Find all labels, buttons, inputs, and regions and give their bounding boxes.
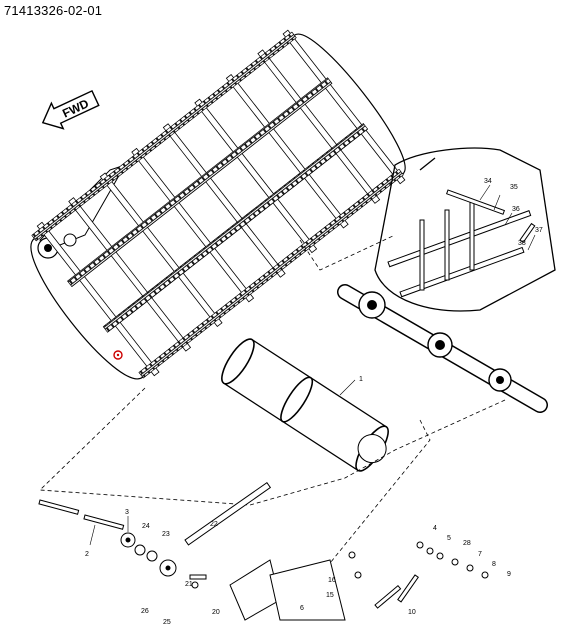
forward-arrow-icon: FWD bbox=[41, 89, 100, 130]
callout-2: 2 bbox=[85, 551, 89, 558]
callout-28: 28 bbox=[463, 540, 471, 547]
callout-36: 36 bbox=[512, 206, 520, 213]
fwd-label: FWD bbox=[60, 96, 91, 120]
detail-slat-assembly bbox=[387, 189, 536, 298]
callout-6: 6 bbox=[300, 605, 304, 612]
callout-7: 7 bbox=[478, 551, 482, 558]
assembly-outline bbox=[39, 387, 506, 506]
callout-24: 24 bbox=[142, 523, 150, 530]
callout-16: 16 bbox=[328, 577, 336, 584]
callout-circle-icon bbox=[113, 350, 123, 360]
document-id: 71413326-02-01 bbox=[4, 3, 103, 18]
callout-1: 1 bbox=[359, 376, 363, 383]
callout-37: 37 bbox=[535, 227, 543, 234]
callout-labels: 1 2 3 4 5 6 7 8 9 10 15 16 20 21 22 23 2… bbox=[85, 178, 543, 624]
callout-8: 8 bbox=[492, 561, 496, 568]
callout-9: 9 bbox=[507, 571, 511, 578]
hardware-parts bbox=[38, 481, 489, 621]
detail-bubble bbox=[374, 147, 556, 312]
callout-34: 34 bbox=[484, 178, 492, 185]
callout-21: 21 bbox=[185, 581, 193, 588]
callout-26: 26 bbox=[141, 608, 149, 615]
callout-4: 4 bbox=[433, 525, 437, 532]
callout-3: 3 bbox=[125, 509, 129, 516]
callout-20: 20 bbox=[212, 609, 220, 616]
chain-conveyor bbox=[30, 29, 406, 380]
callout-22: 22 bbox=[210, 521, 218, 528]
callout-38: 38 bbox=[518, 240, 526, 247]
drive-shaft bbox=[337, 284, 548, 413]
callout-25: 25 bbox=[163, 619, 171, 624]
callout-23: 23 bbox=[162, 531, 170, 538]
callout-35: 35 bbox=[510, 184, 518, 191]
callout-15: 15 bbox=[326, 592, 334, 599]
callout-5: 5 bbox=[447, 535, 451, 542]
roller bbox=[221, 338, 389, 472]
callout-10: 10 bbox=[408, 609, 416, 616]
